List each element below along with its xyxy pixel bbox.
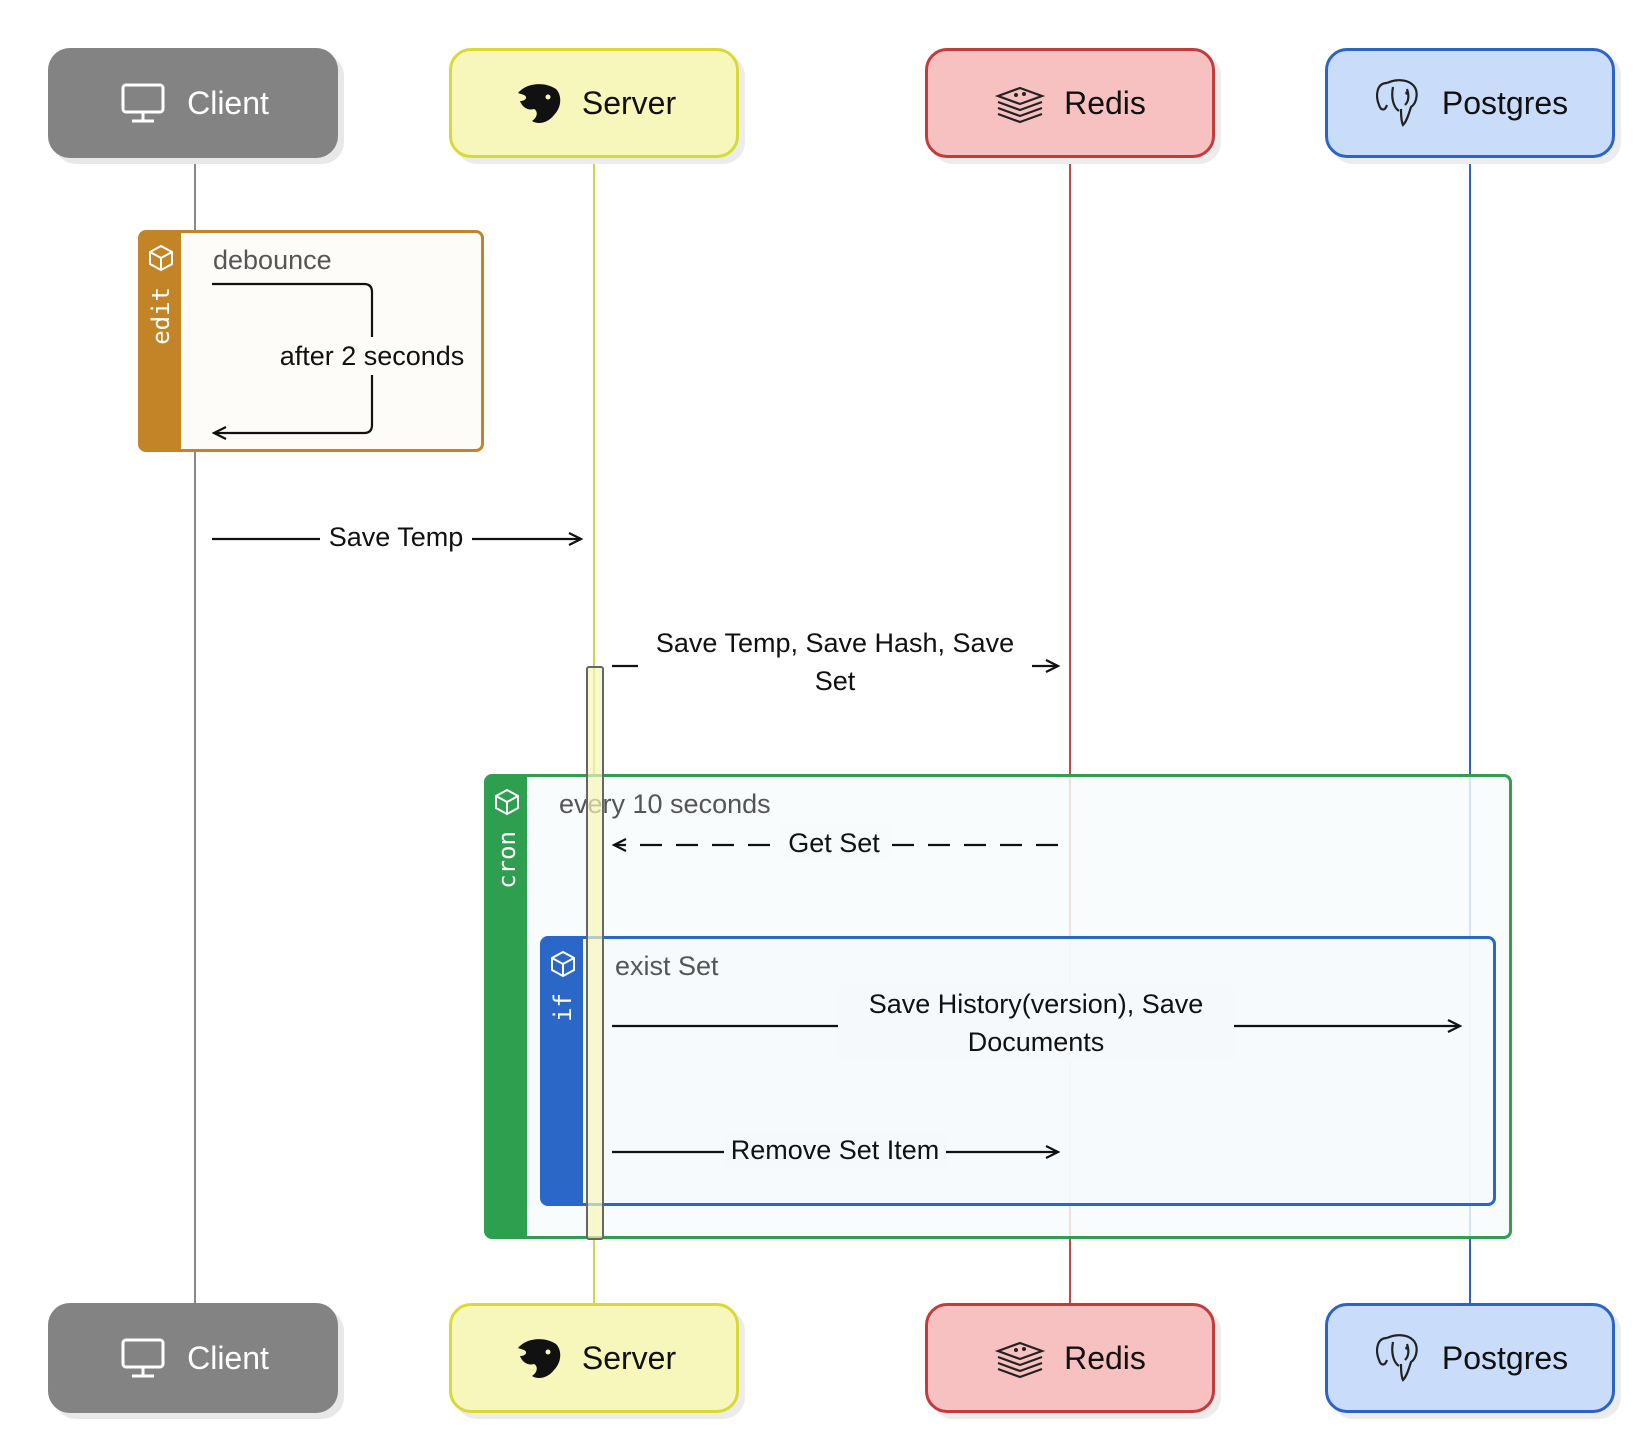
server-actor-top[interactable]: Server: [449, 48, 739, 158]
remove-set-item-label: Remove Set Item: [724, 1131, 946, 1169]
redis-actor-bottom[interactable]: Redis: [925, 1303, 1215, 1413]
server-activation-bar: [586, 666, 604, 1240]
client-actor-bottom[interactable]: Client: [48, 1303, 338, 1413]
get-set-label: Get Set: [778, 824, 890, 862]
redis-label: Redis: [1064, 1339, 1146, 1376]
save-temp-label: Save Temp: [320, 518, 472, 556]
if-frame-condition: exist Set: [615, 951, 719, 981]
server-label: Server: [581, 1339, 677, 1376]
redis-lifeline: [1069, 160, 1071, 1310]
client-label: Client: [187, 1339, 269, 1376]
nestjs-logo-icon: [512, 1332, 564, 1384]
server-actor-bottom[interactable]: Server: [449, 1303, 739, 1413]
redis-actor-top[interactable]: Redis: [925, 48, 1215, 158]
cron-frame-tab: cron: [487, 777, 527, 1236]
if-frame-tab: if: [543, 939, 583, 1203]
if-frame[interactable]: if exist Set: [540, 936, 1496, 1206]
cube-icon: [495, 788, 519, 816]
client-lifeline: [194, 160, 196, 1310]
postgres-elephant-icon: [1372, 77, 1424, 129]
monitor-icon: [117, 1332, 169, 1384]
save-history-label: Save History(version), Save Documents: [838, 985, 1234, 1061]
edit-frame-tab: edit: [141, 233, 181, 449]
self-delay-label: after 2 seconds: [272, 337, 472, 375]
edit-frame-condition: debounce: [213, 245, 332, 275]
client-actor-top[interactable]: Client: [48, 48, 338, 158]
postgres-actor-bottom[interactable]: Postgres: [1325, 1303, 1615, 1413]
cube-icon: [551, 950, 575, 978]
redis-stack-icon: [994, 1332, 1046, 1384]
redis-stack-icon: [994, 77, 1046, 129]
client-label: Client: [187, 84, 269, 121]
postgres-actor-top[interactable]: Postgres: [1325, 48, 1615, 158]
postgres-elephant-icon: [1372, 1332, 1424, 1384]
monitor-icon: [117, 77, 169, 129]
postgres-lifeline: [1469, 160, 1471, 1310]
cube-icon: [149, 244, 173, 272]
postgres-label: Postgres: [1441, 1339, 1569, 1376]
save-temp-hash-set-label: Save Temp, Save Hash, Save Set: [638, 624, 1032, 700]
postgres-label: Postgres: [1441, 84, 1569, 121]
server-label: Server: [581, 84, 677, 121]
redis-label: Redis: [1064, 84, 1146, 121]
nestjs-logo-icon: [512, 77, 564, 129]
